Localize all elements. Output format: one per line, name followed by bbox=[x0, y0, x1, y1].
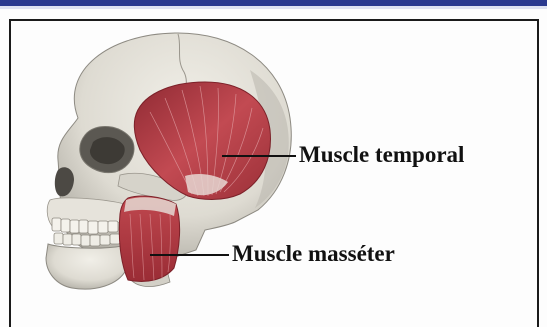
mandible bbox=[46, 244, 126, 289]
masseter-muscle-label: Muscle masséter bbox=[232, 242, 395, 265]
lower-teeth bbox=[54, 233, 120, 246]
eye-orbit-inner bbox=[90, 137, 125, 164]
temporal-muscle-label: Muscle temporal bbox=[299, 143, 464, 166]
